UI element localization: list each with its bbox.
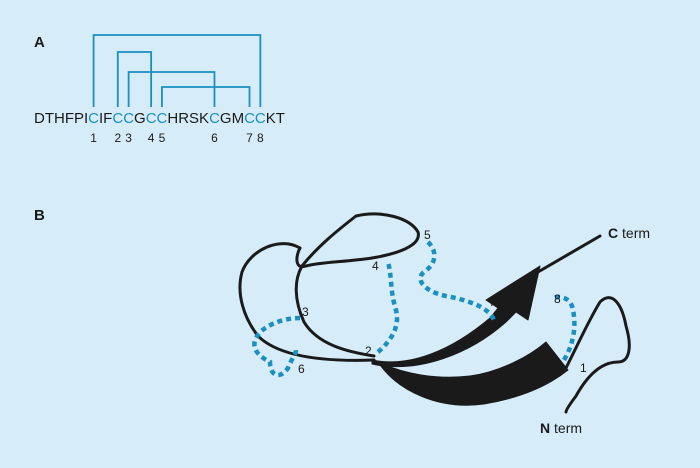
panel-a-label: A xyxy=(34,34,45,51)
site-label-1: 1 xyxy=(580,361,587,375)
panel-b-label: B xyxy=(34,207,45,224)
c-terminus-tail xyxy=(536,234,602,274)
c-terminus-letter: C xyxy=(608,225,618,241)
disulfide-bracket-3-6 xyxy=(127,71,216,107)
disulfide-bridges-structure xyxy=(252,240,577,378)
disulfide-bracket-1-8 xyxy=(92,34,262,107)
beta-strand-arrow-upper xyxy=(371,265,541,368)
disulfide-bond-map xyxy=(92,34,262,107)
cysteine-residue: C xyxy=(209,110,220,127)
site-label-3: 3 xyxy=(302,305,309,319)
n-terminus-label: N term xyxy=(540,420,582,436)
backbone-loop-left xyxy=(238,242,376,362)
site-label-4: 4 xyxy=(372,259,379,273)
n-terminus-tail xyxy=(564,296,631,414)
c-terminus-label: C term xyxy=(608,225,650,241)
cysteine-number-3: 3 xyxy=(125,131,132,145)
disulfide-bracket-2-4 xyxy=(116,51,153,107)
residue-segment: G xyxy=(134,110,146,127)
site-label-8: 8 xyxy=(554,292,561,306)
peptide-sequence: DTHFPICIFCCGCCHRSKCGMCCKT xyxy=(34,110,285,127)
residue-segment: IF xyxy=(99,110,112,127)
beta-strand-lower xyxy=(377,341,569,406)
cysteine-residue: CC xyxy=(244,110,266,127)
site-label-5: 5 xyxy=(424,228,431,242)
cysteine-number-8: 8 xyxy=(257,131,264,145)
n-terminus-letter: N xyxy=(540,420,550,436)
residue-segment: DTHFPI xyxy=(34,110,88,127)
residue-segment: GM xyxy=(220,110,244,127)
cysteine-number-7: 7 xyxy=(246,131,253,145)
structure-site-labels: 1 2 3 4 5 6 7 8 xyxy=(298,228,587,376)
cysteine-residue: C xyxy=(88,110,99,127)
cysteine-residue: CC xyxy=(146,110,168,127)
residue-segment: KT xyxy=(266,110,285,127)
bridge-3-6 xyxy=(252,315,301,378)
bridge-2-4 xyxy=(376,261,400,354)
cysteine-number-1: 1 xyxy=(90,131,97,145)
cysteine-residue: CC xyxy=(112,110,134,127)
cysteine-number-4: 4 xyxy=(148,131,155,145)
cysteine-number-6: 6 xyxy=(211,131,218,145)
site-label-6: 6 xyxy=(298,362,305,376)
residue-segment: HRSK xyxy=(167,110,209,127)
backbone-loop-upper xyxy=(294,212,420,358)
n-terminus-word: term xyxy=(550,420,582,436)
bridge-1-8 xyxy=(551,294,577,362)
site-label-7: 7 xyxy=(489,295,496,309)
disulfide-bracket-5-7 xyxy=(161,86,251,107)
c-terminus-word: term xyxy=(618,225,650,241)
cysteine-number-2: 2 xyxy=(114,131,121,145)
site-label-2: 2 xyxy=(365,344,372,358)
protein-fold-structure xyxy=(238,212,631,414)
cysteine-number-5: 5 xyxy=(159,131,166,145)
